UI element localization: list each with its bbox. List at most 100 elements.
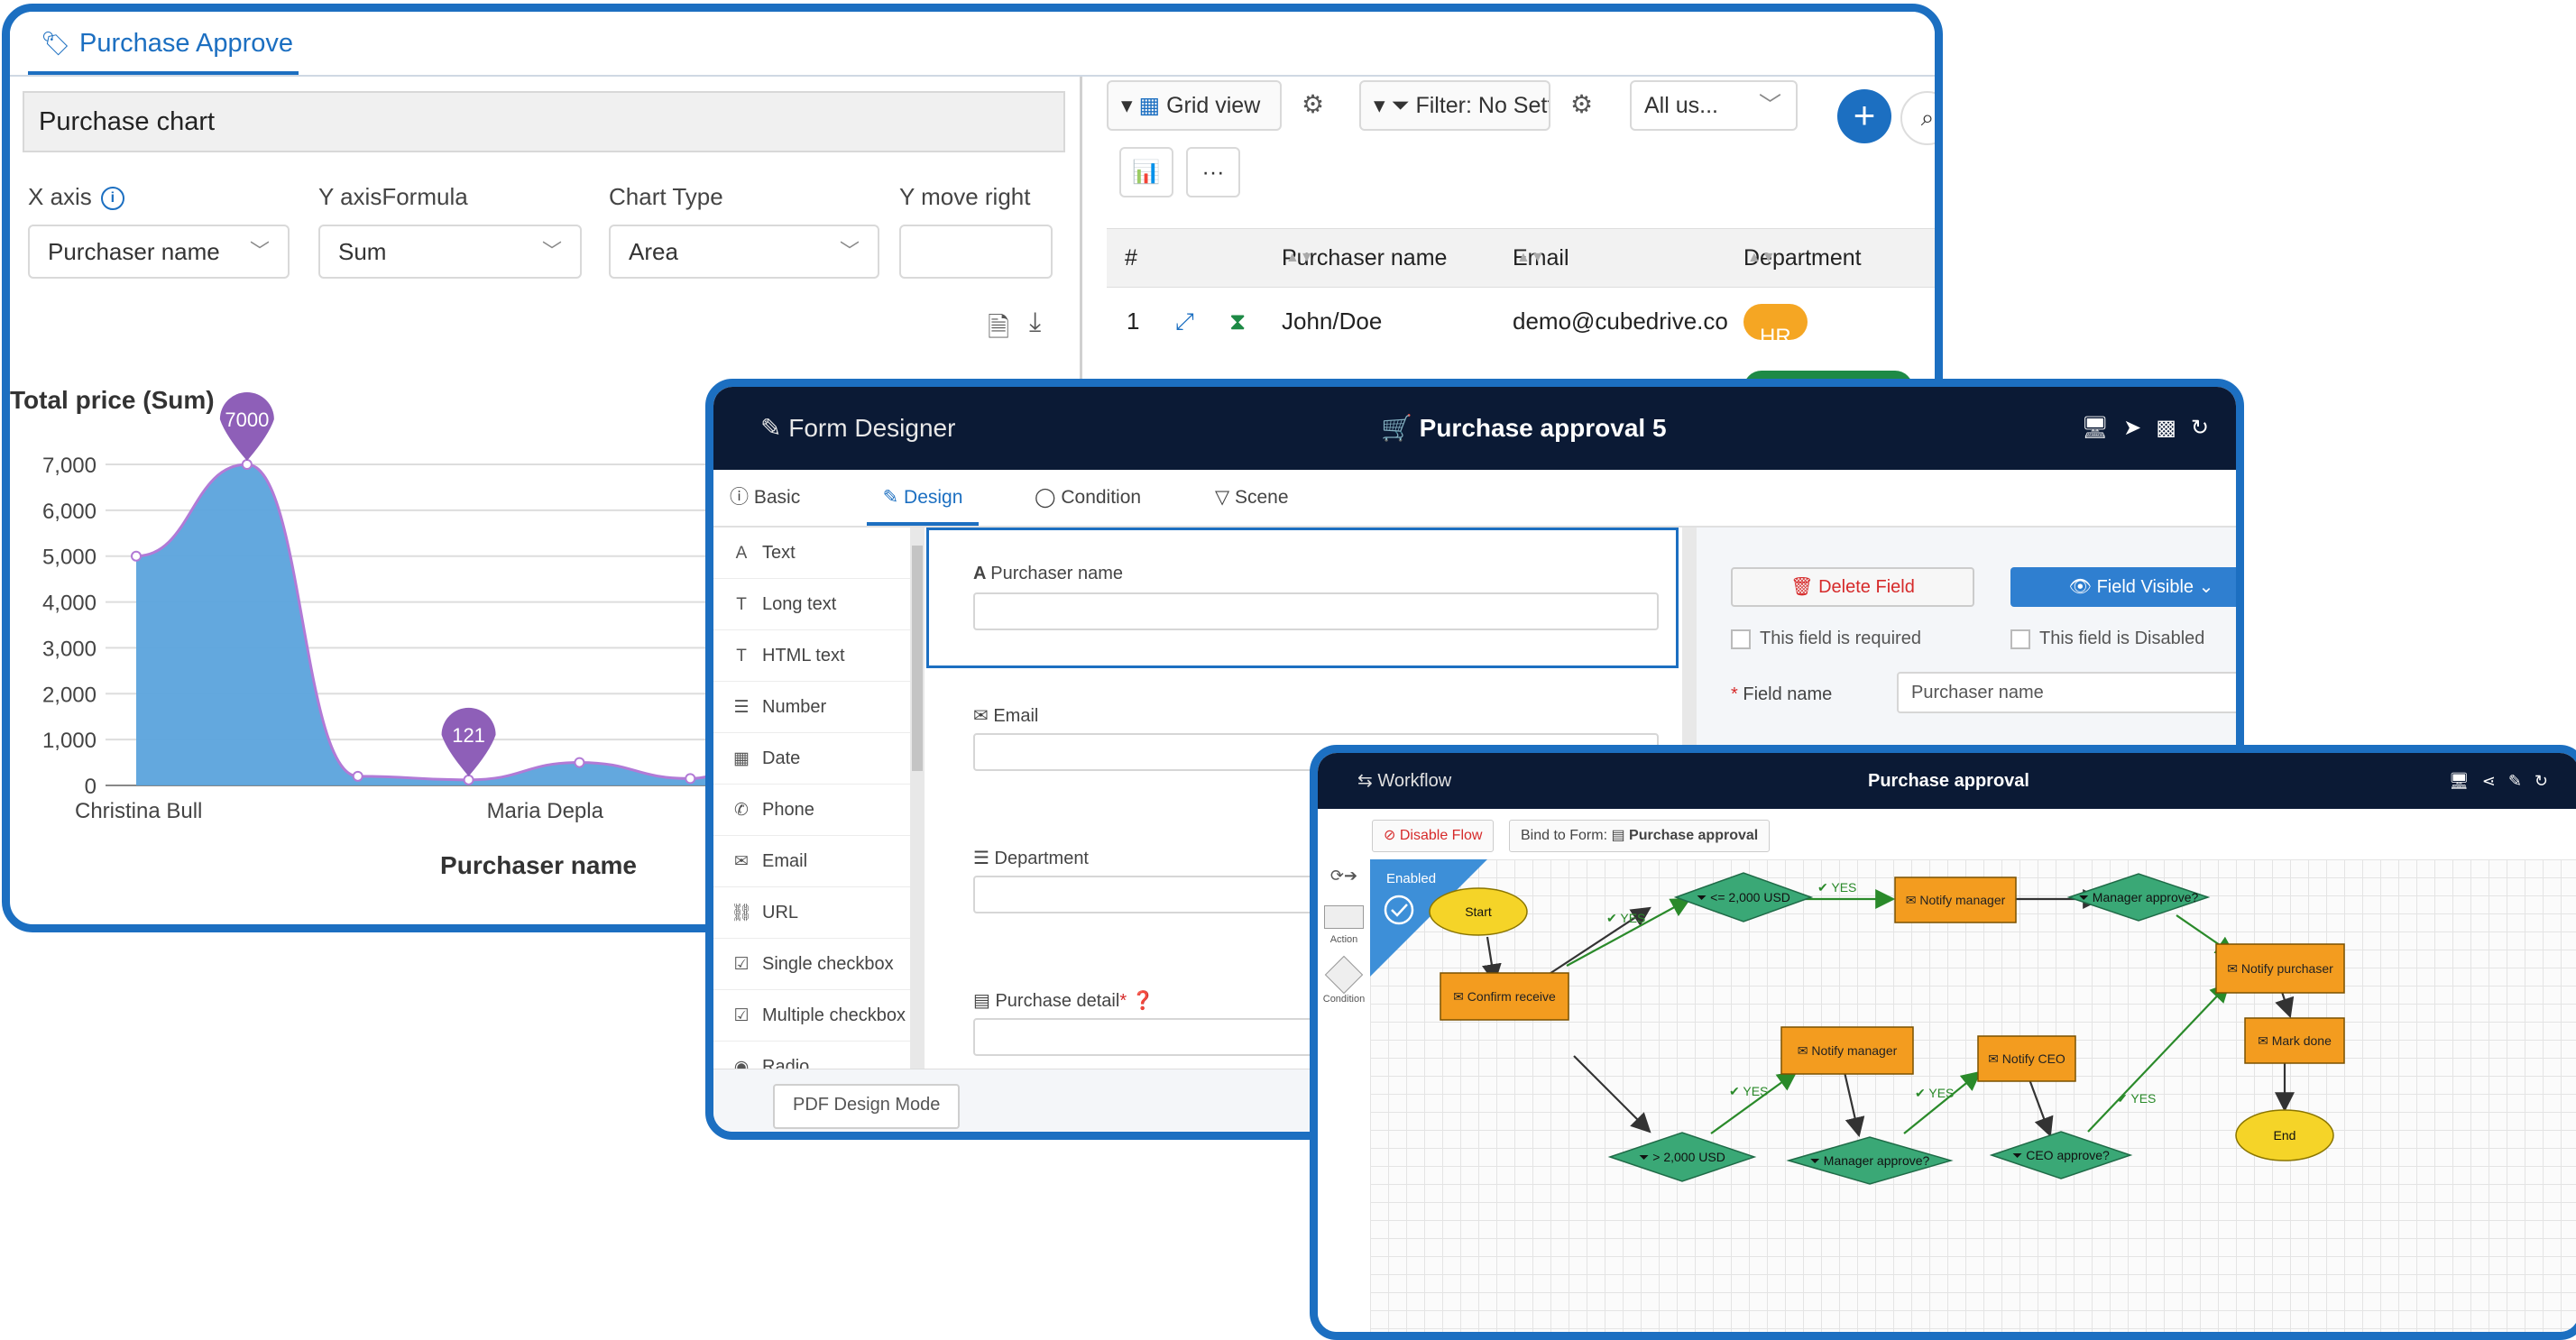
ceo-approve-node: [1989, 1131, 2133, 1179]
gear-icon[interactable]: ⚙: [1570, 90, 1594, 118]
edit-icon: ✎: [760, 414, 789, 442]
purchaser-name-cell: John/Doe: [1282, 307, 1383, 335]
delete-field-button[interactable]: 🗑 Delete Field: [1731, 567, 1974, 607]
row-number: 1: [1127, 307, 1140, 335]
check-circle-icon: [1384, 895, 1414, 925]
tab-design[interactable]: ✎ Design: [867, 470, 979, 526]
y-move-right-input[interactable]: [899, 225, 1053, 279]
sort-icon: ▲▼: [1285, 250, 1314, 265]
envelope-icon: ✉: [734, 852, 749, 871]
required-checkbox[interactable]: This field is required: [1731, 629, 1921, 649]
manager-approve-node-label: ⏷ Manager approve?: [2079, 890, 2199, 904]
refresh-icon[interactable]: ↻: [2190, 416, 2223, 440]
expand-icon[interactable]: ⤢: [1175, 307, 1194, 335]
filter-button[interactable]: ▾ ⏷ Filter: No Sett.: [1359, 80, 1550, 131]
desktop-icon[interactable]: 🖥: [2448, 772, 2482, 790]
share-icon[interactable]: ⋖: [2481, 772, 2508, 790]
stop-icon: ⊘: [1384, 828, 1400, 843]
field-type-multiple-checkbox[interactable]: ☑Multiple checkbox: [713, 990, 910, 1042]
notify-manager-node-2: [1780, 1026, 1914, 1075]
y-tick-label: 6,000: [42, 500, 97, 524]
field-type-url[interactable]: ⛓URL: [713, 887, 910, 939]
chart-type-select[interactable]: Area﹀: [609, 225, 879, 279]
marker-label: 121: [452, 724, 485, 747]
users-select[interactable]: All us...﹀: [1630, 80, 1798, 131]
edit-icon[interactable]: ✎: [2507, 772, 2535, 790]
marker-pin: [219, 392, 274, 461]
field-type-single-checkbox[interactable]: ☑Single checkbox: [713, 939, 910, 990]
field-label-department: ☰ Department: [973, 849, 1089, 868]
envelope-icon: ✉: [973, 706, 994, 726]
hourglass-icon: ⧗: [1229, 307, 1247, 335]
grid-icon: ▦: [1138, 93, 1167, 118]
tab-purchase-approve[interactable]: 🏷Purchase Approve: [28, 12, 299, 75]
table-row[interactable]: 1 ⤢ ⧗ John/Doe demo@cubedrive.co HR: [1107, 288, 1935, 355]
disabled-checkbox[interactable]: This field is Disabled: [2010, 629, 2204, 649]
manager-approve-node-2-label: ⏷ Manager approve?: [1810, 1153, 1930, 1168]
disable-flow-button[interactable]: ⊘ Disable Flow: [1372, 820, 1495, 852]
scroll-thumb[interactable]: [912, 546, 923, 771]
search-button[interactable]: ⌕: [1900, 91, 1935, 145]
data-point: [685, 773, 696, 785]
yes-label: ✔ YES: [2117, 1091, 2156, 1106]
pdf-design-mode-button[interactable]: PDF Design Mode: [773, 1084, 961, 1129]
field-type-number[interactable]: ☰Number: [713, 682, 910, 733]
document-icon[interactable]: 🗎: [988, 313, 1010, 343]
x-axis-select[interactable]: Purchaser name﹀: [28, 225, 290, 279]
eye-icon: 👁: [2068, 577, 2097, 597]
more-button[interactable]: ···: [1186, 147, 1240, 197]
y-formula-select[interactable]: Sum﹀: [318, 225, 582, 279]
selected-field-outline[interactable]: [926, 528, 1679, 668]
action-shape[interactable]: [1324, 905, 1364, 929]
tab-basic[interactable]: ⓘ Basic: [730, 487, 801, 508]
data-point: [241, 459, 253, 470]
yes-label: ✔ YES: [1817, 880, 1856, 895]
calendar-icon: ▦: [733, 749, 750, 768]
qrcode-icon[interactable]: ▩: [2156, 416, 2191, 440]
tab-scene[interactable]: ▽ Scene: [1215, 487, 1289, 508]
field-name-input[interactable]: Purchaser name: [1897, 672, 2236, 713]
sort-icon: ▲▼: [1516, 250, 1545, 265]
chart-button[interactable]: 📊: [1119, 147, 1173, 197]
data-point: [352, 770, 363, 782]
ceo-approve-node-label: ⏷ CEO approve?: [2012, 1148, 2110, 1162]
workflow-toolbar: ⊘ Disable Flow Bind to Form: ▤ Purchase …: [1318, 809, 2576, 860]
yes-label: ✔ YES: [1606, 911, 1645, 925]
enabled-label: Enabled: [1386, 871, 1436, 886]
refresh-icon[interactable]: ↻: [2534, 772, 2561, 790]
gear-icon[interactable]: ⚙: [1302, 90, 1325, 118]
download-icon[interactable]: ⤓: [1029, 307, 1042, 337]
field-label-purchase-detail: ▤ Purchase detail* ❓: [973, 991, 1155, 1011]
workflow-title: ⇆ Workflow: [1357, 771, 1452, 791]
desktop-icon[interactable]: 🖥: [2081, 416, 2124, 440]
send-icon[interactable]: ➤: [2123, 416, 2157, 440]
required-mark: *: [1119, 991, 1127, 1011]
tab-condition[interactable]: ◯ Condition: [1035, 487, 1142, 508]
connector-icon[interactable]: ⟳➔: [1329, 867, 1358, 885]
yes-connector: [2087, 982, 2231, 1133]
designer-tabs: ⓘ Basic ✎ Design ◯ Condition ▽ Scene: [713, 470, 2236, 528]
condition-shape[interactable]: [1324, 955, 1364, 995]
y-tick-label: 5,000: [42, 546, 97, 570]
filter-icon: ⏷: [1391, 93, 1416, 118]
bind-form-button[interactable]: Bind to Form: ▤ Purchase approval: [1509, 820, 1771, 852]
grid-view-button[interactable]: ▾ ▦ Grid view: [1107, 80, 1282, 131]
purchaser-name-input[interactable]: [973, 592, 1659, 630]
field-type-phone[interactable]: ✆Phone: [713, 785, 910, 836]
field-type-date[interactable]: ▦Date: [713, 733, 910, 785]
filter-icon: ▽: [1215, 487, 1235, 508]
y-move-right-label: Y move right: [899, 183, 1031, 210]
field-visible-button[interactable]: 👁 Field Visible ⌄: [2010, 567, 2236, 607]
add-button[interactable]: +: [1837, 89, 1891, 143]
info-icon[interactable]: i: [100, 187, 124, 211]
field-label-email: ✉ Email: [973, 706, 1039, 726]
y-tick-label: 1,000: [42, 729, 97, 753]
field-type-email[interactable]: ✉Email: [713, 836, 910, 887]
field-list-scrollbar[interactable]: [910, 528, 925, 1069]
table-icon: ▤: [973, 991, 996, 1011]
